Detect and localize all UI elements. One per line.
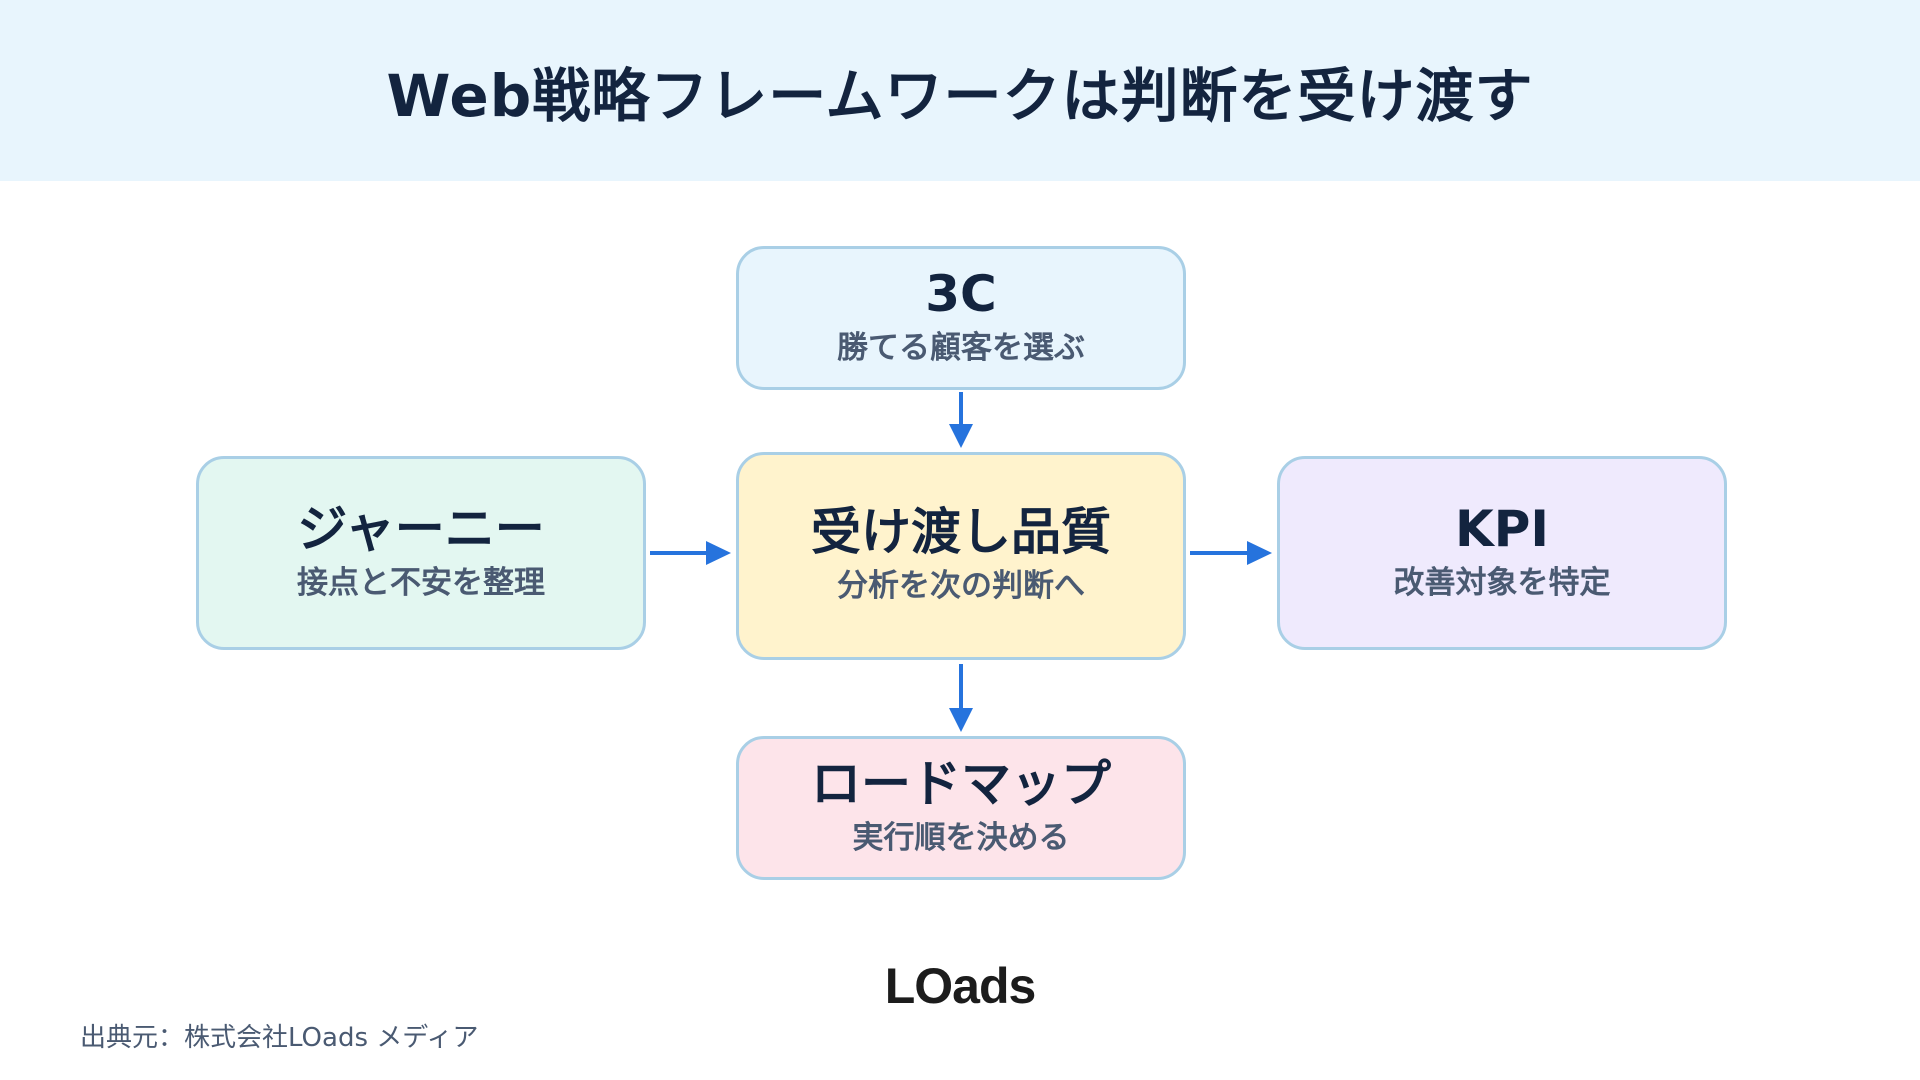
loads-logo: LOads bbox=[885, 958, 1037, 1014]
page-title: Web戦略フレームワークは判断を受け渡す bbox=[386, 61, 1534, 130]
node-journey-title: ジャーニー bbox=[297, 500, 545, 559]
node-handoff-quality-title: 受け渡し品質 bbox=[811, 503, 1111, 562]
node-journey: ジャーニー 接点と不安を整理 bbox=[196, 456, 646, 650]
node-roadmap: ロードマップ 実行順を決める bbox=[736, 736, 1186, 880]
node-3c: 3C 勝てる顧客を選ぶ bbox=[736, 246, 1186, 390]
node-3c-title: 3C bbox=[925, 265, 997, 324]
node-3c-subtitle: 勝てる顧客を選ぶ bbox=[837, 329, 1085, 366]
arrow-center-to-roadmap bbox=[949, 664, 973, 732]
node-roadmap-subtitle: 実行順を決める bbox=[852, 819, 1070, 856]
node-journey-subtitle: 接点と不安を整理 bbox=[297, 564, 545, 601]
logo-text: LOads bbox=[885, 958, 1036, 1014]
arrow-3c-to-center bbox=[949, 392, 973, 448]
node-handoff-quality: 受け渡し品質 分析を次の判断へ bbox=[736, 452, 1186, 660]
header-band: Web戦略フレームワークは判断を受け渡す bbox=[0, 0, 1920, 181]
node-handoff-quality-subtitle: 分析を次の判断へ bbox=[837, 567, 1085, 604]
node-roadmap-title: ロードマップ bbox=[811, 755, 1111, 814]
node-kpi-subtitle: 改善対象を特定 bbox=[1393, 564, 1611, 601]
arrow-center-to-kpi bbox=[1190, 541, 1272, 565]
arrow-journey-to-center bbox=[650, 541, 731, 565]
node-kpi-title: KPI bbox=[1455, 500, 1549, 559]
node-kpi: KPI 改善対象を特定 bbox=[1277, 456, 1727, 650]
source-credit: 出典元：株式会社LOads メディア bbox=[80, 1023, 479, 1053]
